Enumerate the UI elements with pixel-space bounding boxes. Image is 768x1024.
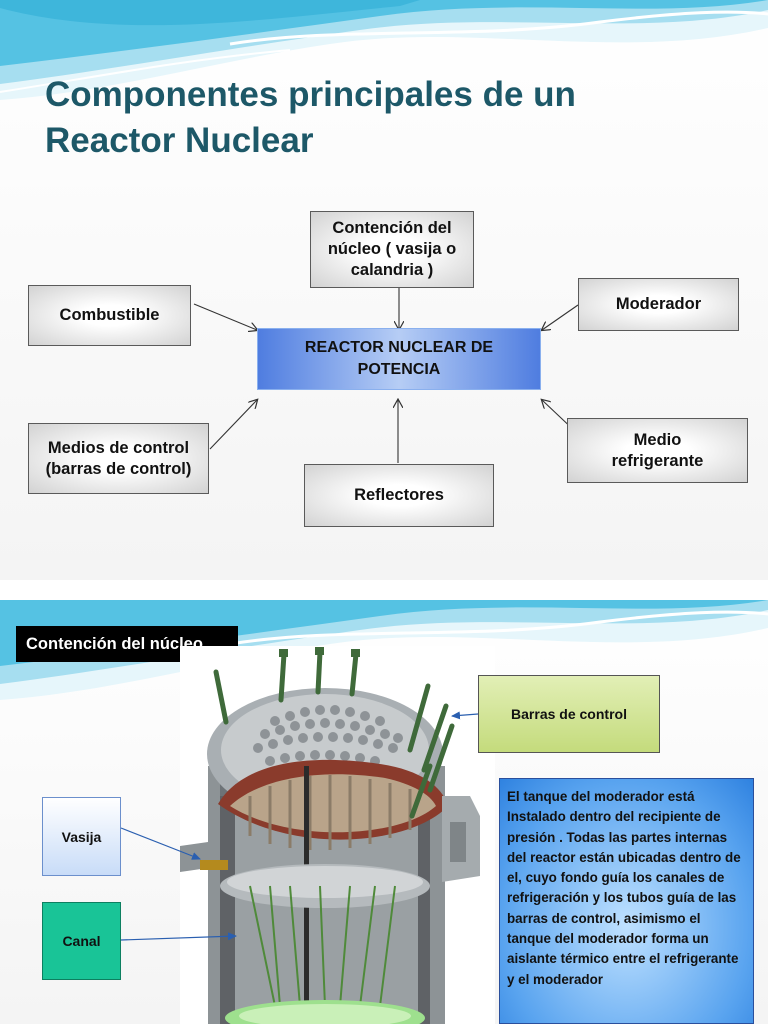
section-tag: Contención del núcleo xyxy=(16,626,238,662)
label-canal-text: Canal xyxy=(62,933,101,949)
moderator-description: El tanque del moderador está Instalado d… xyxy=(499,778,754,1024)
arrow-canal xyxy=(120,932,237,941)
section-tag-label: Contención del núcleo xyxy=(26,634,203,653)
arrow-vasija xyxy=(120,827,201,860)
arrow-combustible xyxy=(193,303,257,330)
node-contencion: Contención del núcleo ( vasija o calandr… xyxy=(310,211,474,288)
node-medio-refrigerante: Medio refrigerante xyxy=(567,418,748,483)
reactor-cutaway-image xyxy=(180,646,495,1024)
slide-core-containment: Contención del núcleo xyxy=(0,600,768,1024)
node-refrigerante-line-1: Medio xyxy=(633,430,682,449)
label-vasija-text: Vasija xyxy=(61,828,102,845)
node-moderador: Moderador xyxy=(578,278,739,331)
label-canal: Canal xyxy=(42,902,121,980)
title-line-2: Reactor Nuclear xyxy=(45,121,314,160)
moderator-description-text: El tanque del moderador está Instalado d… xyxy=(507,789,741,987)
node-reflectores-label: Reflectores xyxy=(354,486,444,504)
wave-decoration xyxy=(0,0,768,100)
node-contencion-line-3: calandria ) xyxy=(350,261,434,279)
node-combustible-label: Combustible xyxy=(59,306,160,324)
node-contencion-line-1: Contención del xyxy=(332,219,452,237)
label-vasija: Vasija xyxy=(42,797,121,876)
slide-reactor-components: Componentes principales de un Reactor Nu… xyxy=(0,0,768,580)
node-reflectores: Reflectores xyxy=(304,464,494,527)
title-line-1: Componentes principales de un xyxy=(45,75,576,114)
label-barras-de-control: Barras de control xyxy=(478,675,660,753)
node-moderador-label: Moderador xyxy=(615,295,702,313)
slide-title: Componentes principales de un Reactor Nu… xyxy=(45,72,576,164)
wave-decoration-2 xyxy=(0,600,768,700)
node-combustible: Combustible xyxy=(28,285,191,346)
arrow-barras xyxy=(451,711,479,720)
node-medios-control: Medios de control (barras de control) xyxy=(28,423,209,494)
label-arrows xyxy=(120,711,479,941)
node-refrigerante-line-2: refrigerante xyxy=(611,451,704,470)
arrow-medios-control xyxy=(209,400,257,450)
node-contencion-line-2: núcleo ( vasija o xyxy=(327,240,457,258)
center-line-1: REACTOR NUCLEAR DE xyxy=(304,339,494,356)
label-barras-text: Barras de control xyxy=(511,706,627,722)
slide-gap xyxy=(0,580,768,600)
arrow-moderador xyxy=(542,304,579,330)
node-medios-control-line-2: (barras de control) xyxy=(45,459,192,478)
node-medios-control-line-1: Medios de control xyxy=(47,438,190,457)
reactor-center-node: REACTOR NUCLEAR DE POTENCIA xyxy=(258,329,540,389)
center-line-2: POTENCIA xyxy=(357,361,441,378)
